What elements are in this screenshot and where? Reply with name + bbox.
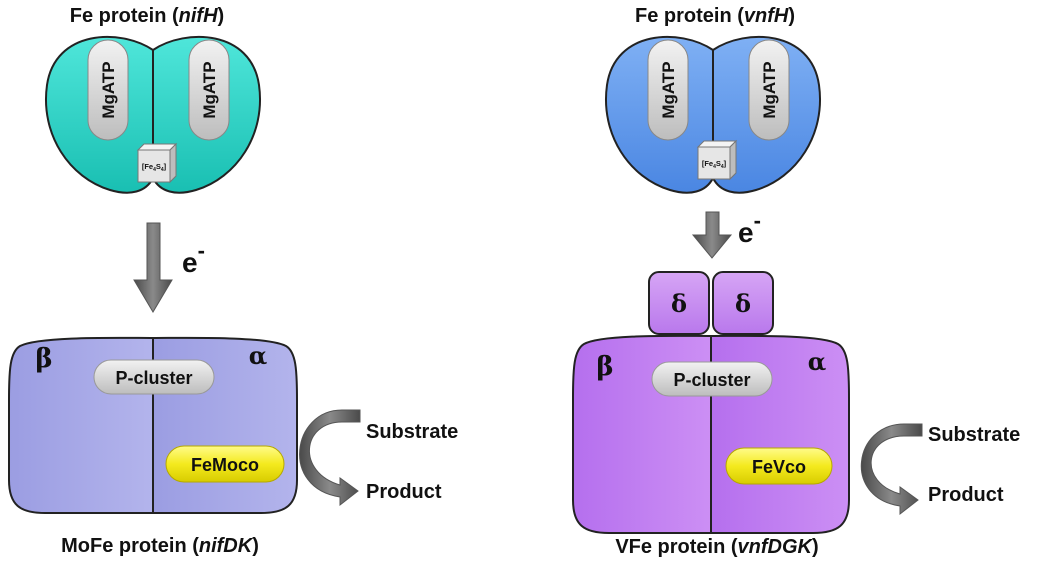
right-p-cluster-label: P-cluster [673,370,750,390]
left-mofe-protein: β α P-cluster FeMoco [8,336,298,514]
right-product-label: Product [928,484,1004,506]
right-fe-protein: MgATP MgATP [Fe4S4] [605,35,821,194]
right-delta-label-2: δ [735,289,751,318]
right-substrate-label: Substrate [928,424,1020,446]
left-beta-subunit-label: β [35,344,52,374]
right-mgatp-label-1: MgATP [659,61,678,118]
right-beta-subunit-label: β [596,352,613,382]
left-mgatp-label-2: MgATP [200,61,219,118]
left-fe4s4-cluster: [Fe4S4] [136,142,178,184]
right-mgatp-label-2: MgATP [760,61,779,118]
left-electron-label: e- [182,238,205,278]
left-mgatp-label-1: MgATP [99,61,118,118]
left-substrate-label: Substrate [366,421,458,443]
left-fe-protein-title: Fe protein (nifH) [70,5,224,27]
left-femoco-label: FeMoco [191,455,259,475]
right-fe4s4-cluster: [Fe4S4] [696,139,738,181]
right-fe4s4-label: [Fe4S4] [702,159,727,170]
left-fe-protein: MgATP MgATP [Fe4S4] [45,35,261,194]
left-electron-arrow [133,222,173,313]
right-electron-arrow [691,211,733,259]
right-panel: Fe protein (vnfH) MgATP MgATP [Fe4S4] e-… [572,5,1020,558]
right-delta-subunits: δ δ [648,271,774,335]
right-vfe-protein: β α P-cluster FeVco [572,334,850,534]
left-alpha-subunit-label: α [249,341,267,370]
right-electron-label: e- [738,208,761,248]
right-substrate-arrow [860,423,923,516]
left-product-label: Product [366,481,442,503]
right-delta-label-1: δ [671,289,687,318]
right-vfe-protein-title: VFe protein (vnfDGK) [615,536,818,558]
right-alpha-subunit-label: α [808,347,826,376]
left-mofe-protein-title: MoFe protein (nifDK) [61,535,259,557]
right-fevco-label: FeVco [752,457,806,477]
left-panel: Fe protein (nifH) MgATP MgATP [Fe4S4] e-… [8,5,458,557]
left-fe4s4-label: [Fe4S4] [142,162,167,173]
left-p-cluster-label: P-cluster [115,368,192,388]
left-substrate-arrow [299,409,361,507]
right-fe-protein-title: Fe protein (vnfH) [635,5,795,27]
